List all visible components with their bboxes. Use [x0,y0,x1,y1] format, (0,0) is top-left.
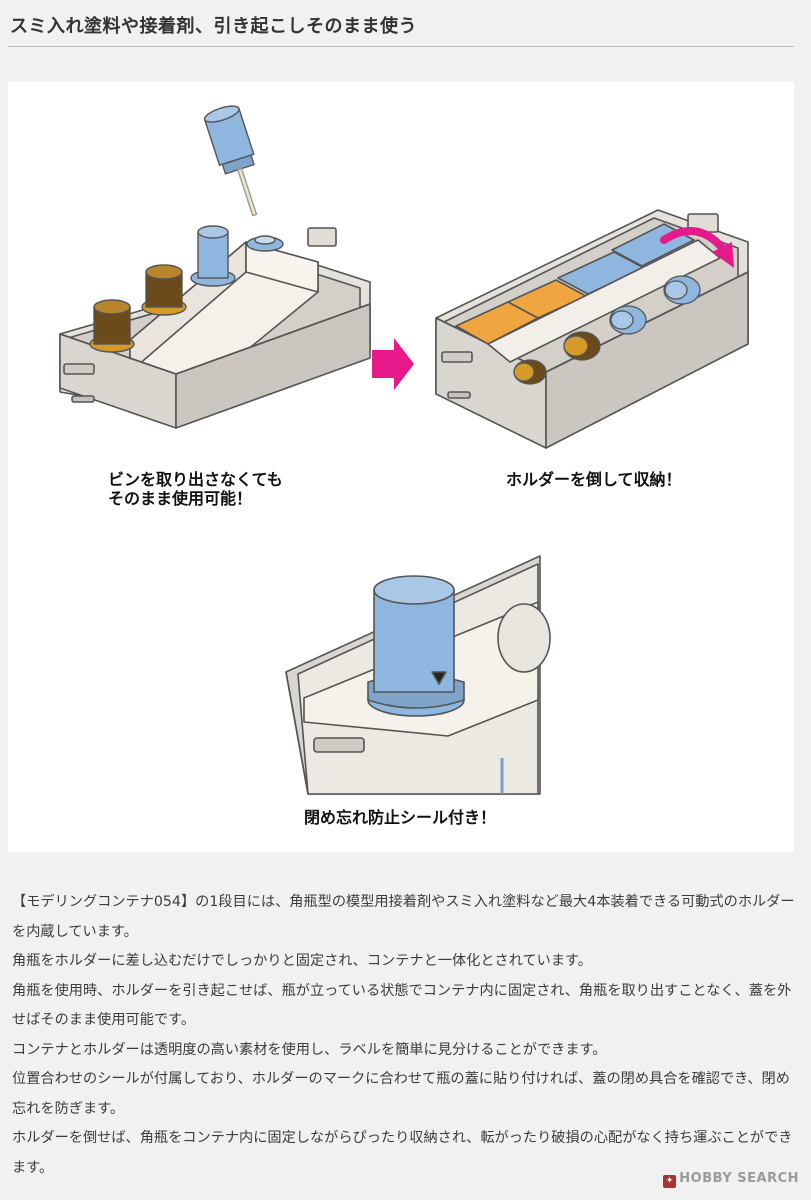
site-logo: ✦HOBBY SEARCH [663,1171,799,1188]
arrow-right-icon [372,338,414,390]
description-paragraph: ホルダーを倒せば、角瓶をコンテナ内に固定しながらぴったり収納され、転がったり破損… [12,1130,793,1176]
bottle-icon [513,275,701,385]
heading-divider [8,46,794,47]
caption-left-line2: そのまま使用可能！ [108,489,253,508]
caption-bottom: 閉め忘れ防止シール付き！ [304,808,497,827]
description-paragraph: 【モデリングコンテナ054】の1段目には、角瓶型の模型用接着剤やスミ入れ塗料など… [12,894,795,940]
section-heading: スミ入れ塗料や接着剤、引き起こしそのまま使う [10,16,417,37]
logo-mark-icon: ✦ [663,1175,677,1188]
container-icon [435,209,749,449]
logo-text: HOBBY SEARCH [679,1171,799,1186]
closeup-illustration [285,555,551,795]
caption-left-line1: ビンを取り出さなくても [108,470,283,489]
container-illustration [59,105,749,795]
description-paragraph: 角瓶を使用時、ホルダーを引き起こせば、瓶が立っている状態でコンテナ内に固定され、… [12,982,792,1029]
description-paragraph: コンテナとホルダーは透明度の高い素材を使用し、ラベルを簡単に見分けることができま… [12,1041,607,1058]
caption-right: ホルダーを倒して収納！ [506,470,682,489]
rotate-arrow-icon [660,227,728,254]
caption-left: ビンを取り出さなくても そのまま使用可能！ [108,470,283,508]
container-icon [59,227,371,429]
bottle-icon [89,105,284,353]
illustration-panel: ビンを取り出さなくても そのまま使用可能！ ホルダーを倒して収納！ 閉め忘れ防止… [8,82,794,852]
description-paragraph: 位置合わせのシールが付属しており、ホルダーのマークに合わせて瓶の蓋に貼り付ければ… [12,1071,790,1117]
product-description: 【モデリングコンテナ054】の1段目には、角瓶型の模型用接着剤やスミ入れ塗料など… [12,888,800,1183]
description-paragraph: 角瓶をホルダーに差し込むだけでしっかりと固定され、コンテナと一体化とされています… [12,953,592,969]
